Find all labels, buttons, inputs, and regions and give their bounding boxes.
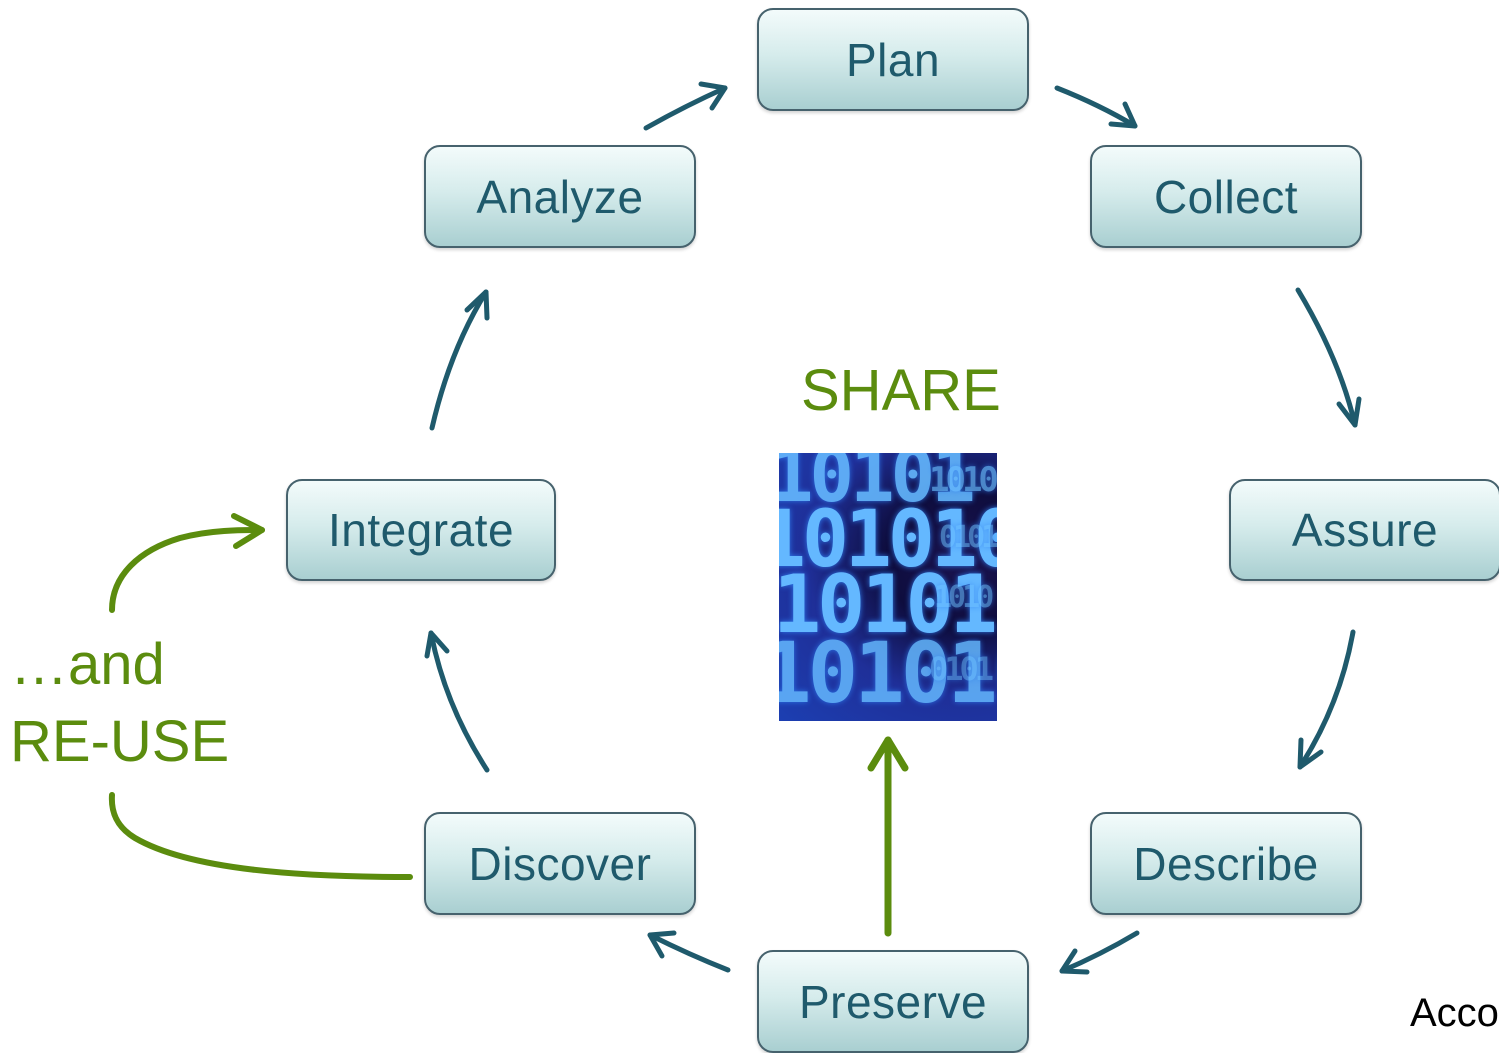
- stage-collect: Collect: [1090, 145, 1362, 248]
- stage-assure: Assure: [1229, 479, 1499, 581]
- arrow-collect-to-assure: [1295, 287, 1362, 428]
- stage-plan: Plan: [757, 8, 1029, 111]
- corner-text: Acco: [1410, 991, 1499, 1035]
- stage-integrate: Integrate: [286, 479, 556, 581]
- arrow-preserve-to-share: [867, 736, 909, 937]
- arrow-discover-to-integrate: [424, 630, 490, 773]
- arrow-describe-to-preserve: [1059, 930, 1140, 975]
- arrow-assure-to-describe: [1297, 629, 1356, 770]
- stage-preserve: Preserve: [757, 950, 1029, 1053]
- share-label: SHARE: [801, 358, 1001, 423]
- stage-analyze: Analyze: [424, 145, 696, 248]
- arrow-reuse-to-integrate: [108, 513, 413, 880]
- arrow-preserve-to-discover: [647, 930, 731, 973]
- stage-describe: Describe: [1090, 812, 1362, 915]
- arrow-integrate-to-analyze: [429, 289, 490, 431]
- stage-discover: Discover: [424, 812, 696, 915]
- reuse-label-line2: RE-USE: [10, 709, 230, 774]
- reuse-label-line1: …and: [10, 632, 165, 697]
- arrow-plan-to-collect: [1054, 85, 1138, 129]
- arrow-analyze-to-plan: [643, 81, 728, 131]
